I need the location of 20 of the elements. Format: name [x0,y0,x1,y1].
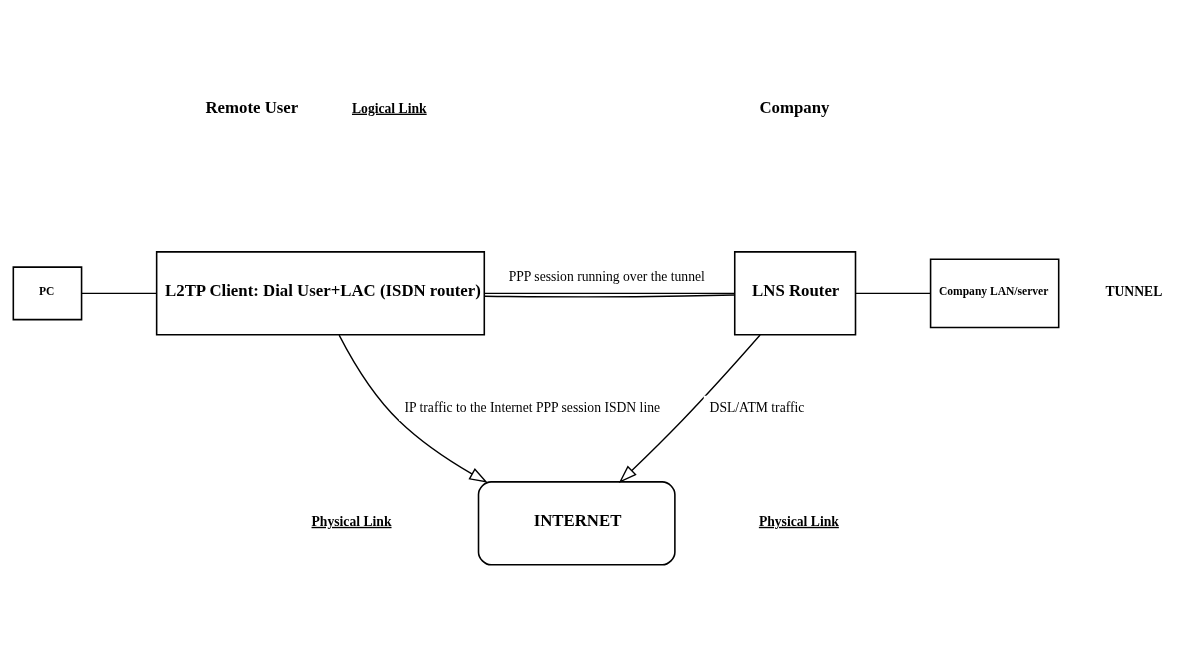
node-box: INTERNET [477,481,676,566]
arrow [618,334,761,483]
node-box: PC [12,266,83,321]
label: TUNNEL [1105,283,1163,299]
label: Company [759,98,830,118]
arrow [338,334,488,483]
label: Logical Link [351,100,427,116]
connector [483,294,736,298]
node-box: Company LAN/server [929,258,1060,329]
label: Remote User [205,98,299,118]
connector [854,292,932,295]
label: Physical Link [311,513,392,529]
connector [81,292,158,295]
connector [483,292,736,295]
label: Physical Link [758,513,839,529]
edge-label: PPP session running over the tunnel [508,269,705,285]
node-box: LNS Router [733,251,857,336]
node-box: L2TP Client: Dial User+LAC (ISDN router) [155,251,486,336]
edge-label: DSL/ATM traffic [709,399,805,415]
edge-label: IP traffic to the Internet PPP session ISDN line [404,399,661,415]
